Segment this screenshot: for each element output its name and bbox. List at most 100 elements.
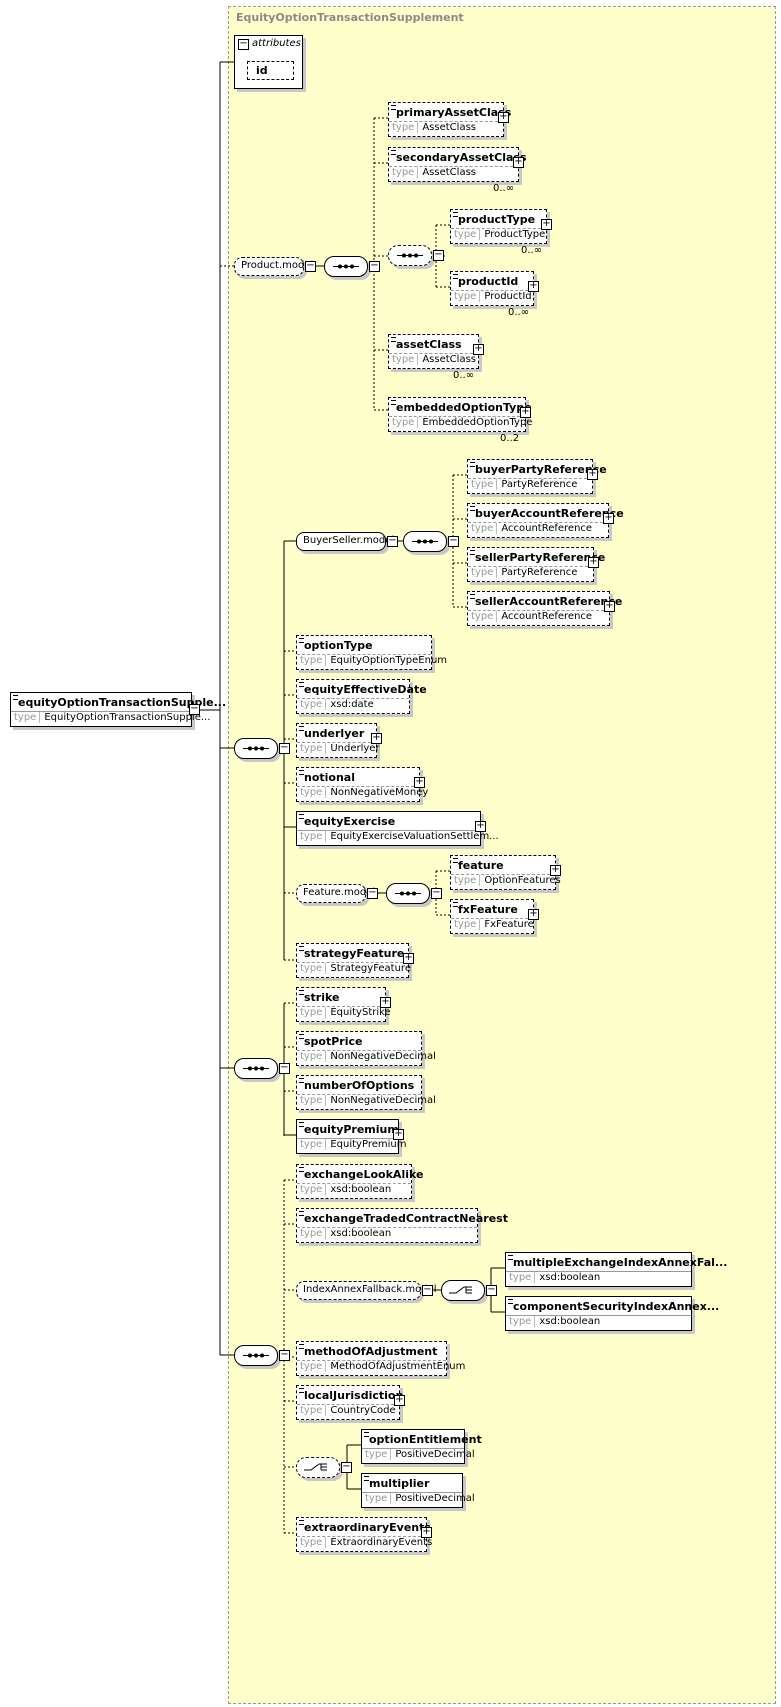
type-label: type	[297, 831, 327, 842]
collapse-icon[interactable]: −	[189, 703, 200, 715]
expand-icon[interactable]: +	[528, 908, 539, 920]
collapse-icon[interactable]: −	[279, 742, 290, 754]
expand-icon[interactable]: +	[520, 406, 531, 418]
element-name: equityExercise	[304, 815, 396, 828]
sequence-icon	[333, 264, 359, 269]
expand-icon[interactable]: +	[403, 952, 414, 964]
collapse-icon[interactable]: −	[422, 1284, 433, 1296]
lines-icon	[508, 1255, 513, 1260]
expand-icon[interactable]: +	[380, 996, 391, 1008]
collapse-icon[interactable]: −	[367, 887, 378, 899]
collapse-icon[interactable]: −	[433, 249, 444, 261]
expand-icon[interactable]: +	[587, 468, 598, 480]
sequence-feature[interactable]	[386, 883, 430, 904]
lines-icon	[299, 638, 304, 643]
expand-icon[interactable]: +	[604, 600, 615, 612]
collapse-icon[interactable]: −	[279, 1062, 290, 1074]
expand-icon[interactable]: +	[541, 218, 552, 230]
expand-icon[interactable]: +	[473, 343, 484, 355]
sequence-strike[interactable]	[234, 1058, 278, 1079]
lines-icon	[508, 1299, 513, 1304]
element-name: primaryAssetClass	[396, 106, 512, 119]
expand-icon[interactable]: +	[603, 512, 614, 524]
choice-index-annex[interactable]	[441, 1280, 485, 1301]
expand-icon[interactable]: +	[393, 1128, 404, 1140]
type-value: StrategyFeature	[330, 963, 411, 974]
type-value: ExtraordinaryEvents	[330, 1537, 433, 1548]
expand-icon[interactable]: +	[588, 556, 599, 568]
element-name: multipleExchangeIndexAnnexFal...	[513, 1256, 728, 1269]
collapse-icon[interactable]: −	[238, 38, 249, 50]
expand-icon[interactable]: +	[421, 1526, 432, 1538]
sequence-product-type[interactable]	[388, 245, 432, 266]
type-label: type	[451, 229, 481, 240]
expand-icon[interactable]: +	[498, 111, 509, 123]
expand-icon[interactable]: +	[550, 864, 561, 876]
collapse-icon[interactable]: −	[387, 535, 398, 547]
collapse-icon[interactable]: −	[448, 535, 459, 547]
type-label: type	[468, 479, 498, 490]
collapse-icon[interactable]: −	[431, 887, 442, 899]
collapse-icon[interactable]: −	[341, 1461, 352, 1473]
type-value: xsd:boolean	[539, 1272, 601, 1283]
sequence-icon	[243, 746, 269, 751]
expand-icon[interactable]: +	[371, 732, 382, 744]
group-index-annex-fallback-model[interactable]: IndexAnnexFallback.model	[296, 1281, 437, 1300]
expand-icon[interactable]: +	[394, 1394, 405, 1406]
group-feature-model[interactable]: Feature.model	[296, 884, 375, 903]
type-label: type	[451, 875, 481, 886]
attribute-id[interactable]: id	[247, 61, 294, 80]
lines-icon	[299, 1122, 304, 1127]
collapse-icon[interactable]: −	[369, 260, 380, 272]
sequence-product-model[interactable]	[324, 256, 368, 277]
type-label: type	[297, 1228, 327, 1239]
collapse-icon[interactable]: −	[279, 1349, 290, 1361]
expand-icon[interactable]: +	[475, 820, 486, 832]
sequence-exchange[interactable]	[234, 1345, 278, 1366]
sequence-main[interactable]	[234, 738, 278, 759]
collapse-icon[interactable]: −	[486, 1284, 497, 1296]
group-buyer-seller-model[interactable]: BuyerSeller.model	[296, 532, 394, 551]
group-product-model[interactable]: Product.model	[234, 257, 313, 276]
choice-entitlement[interactable]	[296, 1457, 340, 1478]
expand-icon[interactable]: +	[528, 280, 539, 292]
expand-icon[interactable]: +	[513, 156, 524, 168]
expand-icon[interactable]: +	[414, 776, 425, 788]
sequence-buyer-seller[interactable]	[403, 531, 447, 552]
collapse-icon[interactable]: −	[305, 260, 316, 272]
